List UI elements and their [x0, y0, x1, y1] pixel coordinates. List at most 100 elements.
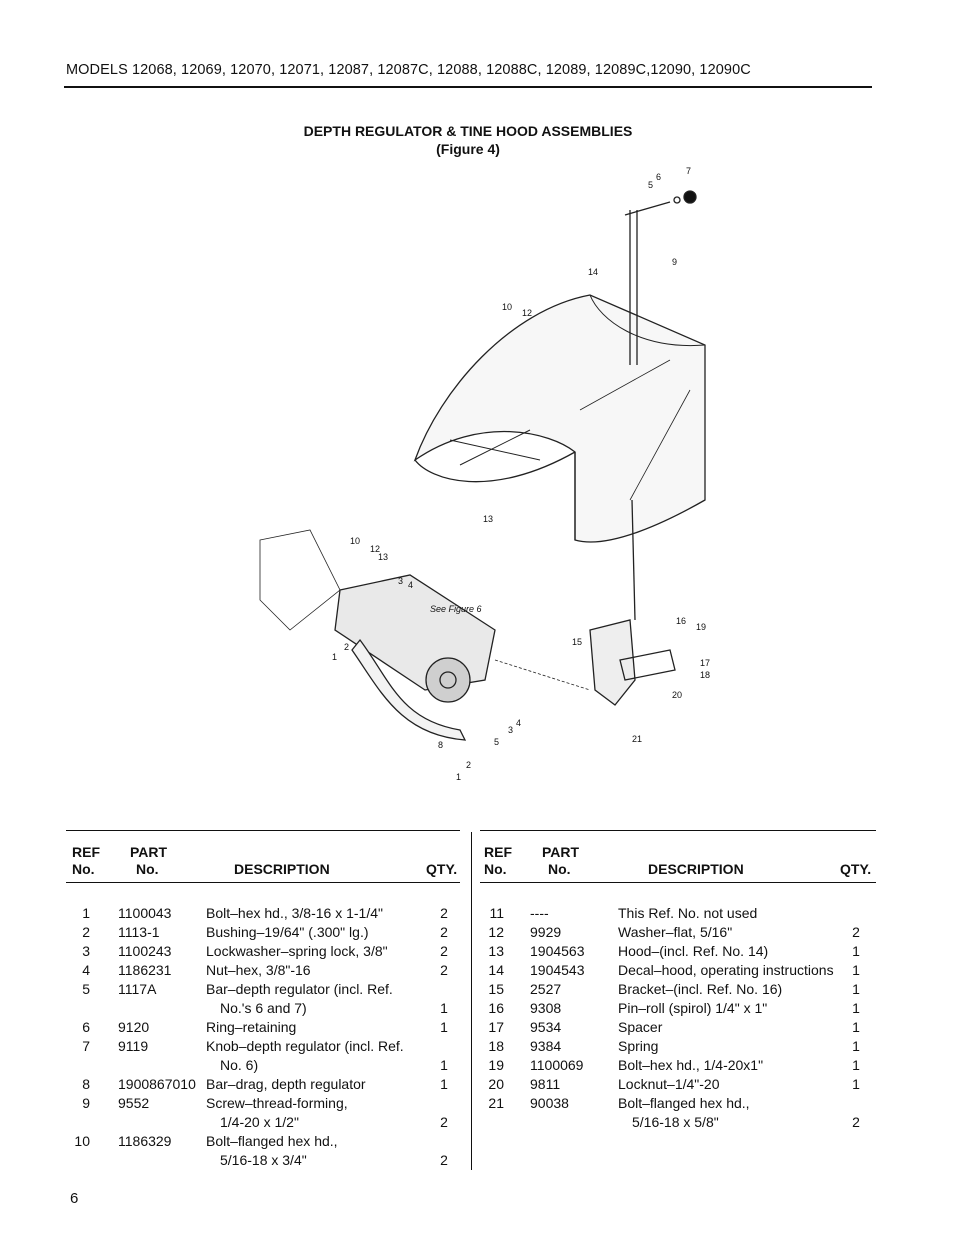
qty-header: QTY.: [840, 861, 872, 877]
page-number: 6: [70, 1190, 79, 1207]
description-text: 5/16-18 x 3/4": [220, 1152, 309, 1168]
ref-number: 2: [82, 924, 90, 940]
quantity: 1: [440, 1057, 448, 1073]
ref-number: 1: [82, 905, 90, 921]
description-text: Spacer: [618, 1019, 665, 1035]
description-text: Pin–roll (spirol) 1/4" x 1": [618, 1000, 770, 1016]
callout-10-lower: 10: [350, 536, 360, 546]
callout-2-upper: 2: [344, 642, 349, 652]
callout-8: 8: [438, 740, 443, 750]
description: Locknut–1/4"-20: [618, 1075, 834, 1094]
part-number: 1186329: [118, 1133, 172, 1149]
description: Spring: [618, 1037, 834, 1056]
quantity: 1: [852, 943, 860, 959]
ref-number: 6: [82, 1019, 90, 1035]
description: Decal–hood, operating instructions.: [618, 961, 834, 980]
description-text: Ring–retaining: [206, 1019, 299, 1035]
description-text: Bar–drag, depth regulator: [206, 1076, 368, 1092]
callout-18: 18: [700, 670, 710, 680]
part-number: 9811: [530, 1076, 561, 1092]
description: Bolt–hex hd., 1/4-20x1": [618, 1056, 834, 1075]
description: Hood–(incl. Ref. No. 14): [618, 942, 834, 961]
description-text: Bar–depth regulator (incl. Ref.: [206, 981, 395, 997]
table-row: 11----This Ref. No. not used: [480, 904, 876, 923]
table-header-rule: [480, 882, 876, 883]
callout-5: 5: [648, 180, 653, 190]
table-top-rule: [480, 830, 876, 831]
description: Bracket–(incl. Ref. No. 16): [618, 980, 834, 999]
ref-number: 13: [488, 943, 504, 959]
description-header: DESCRIPTION: [648, 861, 744, 877]
part-number: ----: [530, 905, 549, 921]
ref-number: 17: [488, 1019, 504, 1035]
diagram-svg: 5 6 7 14 9 10 12 13 10 12 13 3 4 1 2 15 …: [259, 166, 710, 782]
ref-header: REF No.: [484, 844, 512, 878]
description: Knob–depth regulator (incl. Ref.: [206, 1037, 420, 1056]
description-text: Bracket–(incl. Ref. No. 16): [618, 981, 785, 997]
description: Ring–retaining: [206, 1018, 420, 1037]
part-number: 1900867010: [118, 1076, 196, 1092]
ref-header-line2: No.: [72, 861, 95, 877]
quantity: 2: [440, 1114, 448, 1130]
table-row: 15 2527 Bracket–(incl. Ref. No. 16) 1: [480, 980, 876, 999]
see-figure-6-label: See Figure 6: [430, 604, 482, 614]
quantity: 2: [440, 962, 448, 978]
qty-header: QTY.: [426, 861, 458, 877]
figure-title: DEPTH REGULATOR & TINE HOOD ASSEMBLIES (…: [0, 122, 936, 158]
table-row: 13 1904563 Hood–(incl. Ref. No. 14) 1: [480, 942, 876, 961]
description-text: Bolt–hex hd., 1/4-20x1": [618, 1057, 766, 1073]
quantity: 2: [852, 1114, 860, 1130]
callout-1-upper: 1: [332, 652, 337, 662]
quantity: 1: [852, 962, 860, 978]
part-header: PART No.: [130, 844, 167, 878]
ref-number: 3: [82, 943, 90, 959]
description-text: 5/16-18 x 5/8": [632, 1114, 721, 1130]
part-number: 2527: [530, 981, 562, 997]
ref-number: 21: [488, 1095, 504, 1111]
part-number: 1100243: [118, 943, 172, 959]
ref-number: 20: [488, 1076, 504, 1092]
description-text: No. 6): [220, 1057, 261, 1073]
ref-number: 4: [82, 962, 90, 978]
ref-header-line1: REF: [484, 844, 512, 860]
part-number: 9119: [118, 1038, 149, 1054]
depth-regulator-knob-shape: [683, 190, 697, 204]
callout-4-lower: 4: [516, 718, 521, 728]
part-header-line2: No.: [548, 861, 571, 877]
description: Washer–flat, 5/16": [618, 923, 834, 942]
ref-header: REF No.: [72, 844, 100, 878]
ref-number: 15: [488, 981, 504, 997]
quantity: 2: [440, 943, 448, 959]
description: Lockwasher–spring lock, 3/8": [206, 942, 420, 961]
ref-number: 19: [488, 1057, 504, 1073]
callout-10-upper: 10: [502, 302, 512, 312]
quantity: 1: [852, 981, 860, 997]
title-line-1: DEPTH REGULATOR & TINE HOOD ASSEMBLIES: [303, 123, 633, 139]
callout-13-upper: 13: [483, 514, 493, 524]
part-number: 1186231: [118, 962, 172, 978]
callout-20: 20: [672, 690, 682, 700]
description-text: Screw–thread-forming,: [206, 1095, 350, 1111]
part-number: 1904563: [530, 943, 585, 959]
transmission-shape: [334, 574, 496, 691]
callout-9: 9: [672, 257, 677, 267]
description-text: Decal–hood, operating instructions.: [618, 962, 834, 978]
ref-number: 5: [82, 981, 90, 997]
description: Bolt–hex hd., 3/8-16 x 1-1/4": [206, 904, 420, 923]
table-column-divider: [471, 832, 472, 1170]
callout-4-upper: 4: [408, 580, 413, 590]
description-text: Hood–(incl. Ref. No. 14): [618, 943, 771, 959]
part-number: 9308: [530, 1000, 562, 1016]
description-text: Washer–flat, 5/16": [618, 924, 735, 940]
description-continued: 5/16-18 x 5/8": [632, 1113, 834, 1132]
quantity: 1: [852, 1000, 860, 1016]
part-header-line1: PART: [130, 844, 168, 860]
description-text: Bushing–19/64" (.300" lg.): [206, 924, 371, 940]
ref-header-line2: No.: [484, 861, 507, 877]
description-continued: 1/4-20 x 1/2": [220, 1113, 420, 1132]
